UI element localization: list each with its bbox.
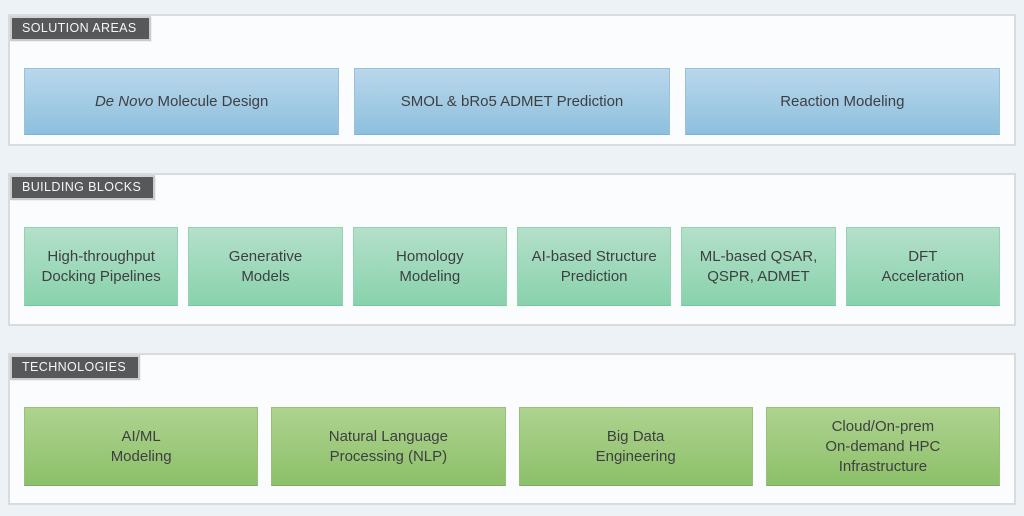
solution-areas-panel: SOLUTION AREAS De Novo Molecule Design S…: [8, 14, 1016, 146]
box-label: SMOL & bRo5 ADMET Prediction: [400, 92, 624, 110]
box-label: De Novo Molecule Design: [94, 92, 269, 110]
building-blocks-row: High-throughput Docking Pipelines Genera…: [24, 227, 1000, 306]
box-dft-acceleration: DFT Acceleration: [845, 227, 1000, 306]
box-ai-ml-modeling: AI/ML Modeling: [24, 407, 259, 486]
solution-areas-label: SOLUTION AREAS: [10, 16, 151, 41]
box-natural-language-processing: Natural Language Processing (NLP): [271, 407, 506, 486]
box-generative-models: Generative Models: [188, 227, 343, 306]
box-smol-bro5-admet-prediction: SMOL & bRo5 ADMET Prediction: [354, 68, 670, 135]
technologies-label: TECHNOLOGIES: [10, 355, 141, 380]
box-reaction-modeling: Reaction Modeling: [684, 68, 1000, 135]
box-ai-based-structure-prediction: AI-based Structure Prediction: [516, 227, 672, 306]
box-homology-modeling: Homology Modeling: [352, 227, 507, 306]
box-de-novo-molecule-design: De Novo Molecule Design: [24, 68, 340, 135]
building-blocks-label: BUILDING BLOCKS: [10, 175, 156, 200]
box-label: Reaction Modeling: [780, 92, 905, 110]
box-cloud-on-prem-hpc-infrastructure: Cloud/On-prem On-demand HPC Infrastructu…: [765, 407, 1000, 486]
building-blocks-panel: BUILDING BLOCKS High-throughput Docking …: [8, 173, 1016, 326]
box-big-data-engineering: Big Data Engineering: [518, 407, 753, 486]
technologies-row: AI/ML Modeling Natural Language Processi…: [24, 407, 1000, 486]
technologies-panel: TECHNOLOGIES AI/ML Modeling Natural Lang…: [8, 353, 1016, 505]
box-high-throughput-docking-pipelines: High-throughput Docking Pipelines: [24, 227, 179, 306]
solution-areas-row: De Novo Molecule Design SMOL & bRo5 ADME…: [24, 68, 1000, 135]
box-ml-based-qsar-qspr-admet: ML-based QSAR, QSPR, ADMET: [681, 227, 836, 306]
